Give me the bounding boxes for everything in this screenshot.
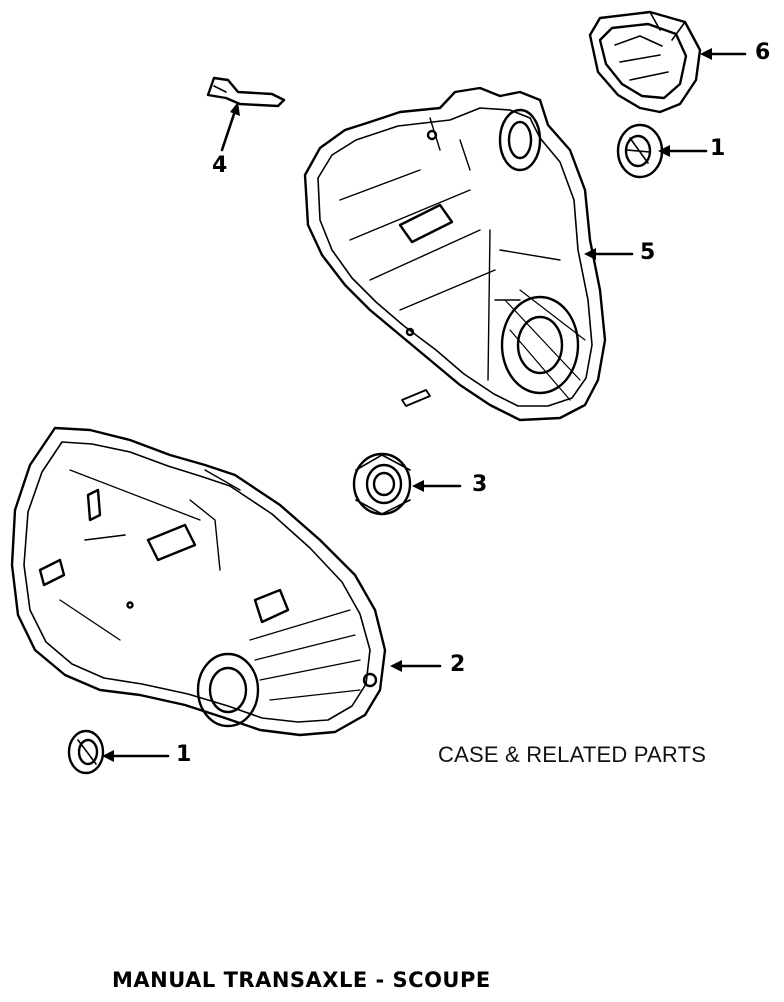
callout-1-upper: 1 (710, 136, 726, 161)
callout-5: 5 (640, 240, 656, 265)
callout-4: 4 (212, 153, 228, 178)
section-title: CASE & RELATED PARTS (438, 742, 707, 767)
part-5-transmission-case (303, 86, 607, 422)
dowel-pin (401, 389, 431, 407)
part-3-bearing (352, 452, 412, 516)
arrow-heads (102, 48, 712, 762)
part-1-upper-seal (616, 123, 664, 179)
callout-3: 3 (472, 472, 488, 497)
part-6-end-cover (588, 10, 702, 114)
part-4-bracket (206, 76, 286, 108)
part-2-clutch-housing (10, 426, 387, 737)
page-title: MANUAL TRANSAXLE - SCOUPE (112, 968, 491, 992)
leader-4 (220, 106, 238, 152)
part-1-lower-seal (67, 729, 105, 775)
callout-6: 6 (755, 40, 771, 65)
leader-lines (106, 52, 747, 758)
callout-1-lower: 1 (176, 742, 192, 767)
callout-2: 2 (450, 652, 466, 677)
